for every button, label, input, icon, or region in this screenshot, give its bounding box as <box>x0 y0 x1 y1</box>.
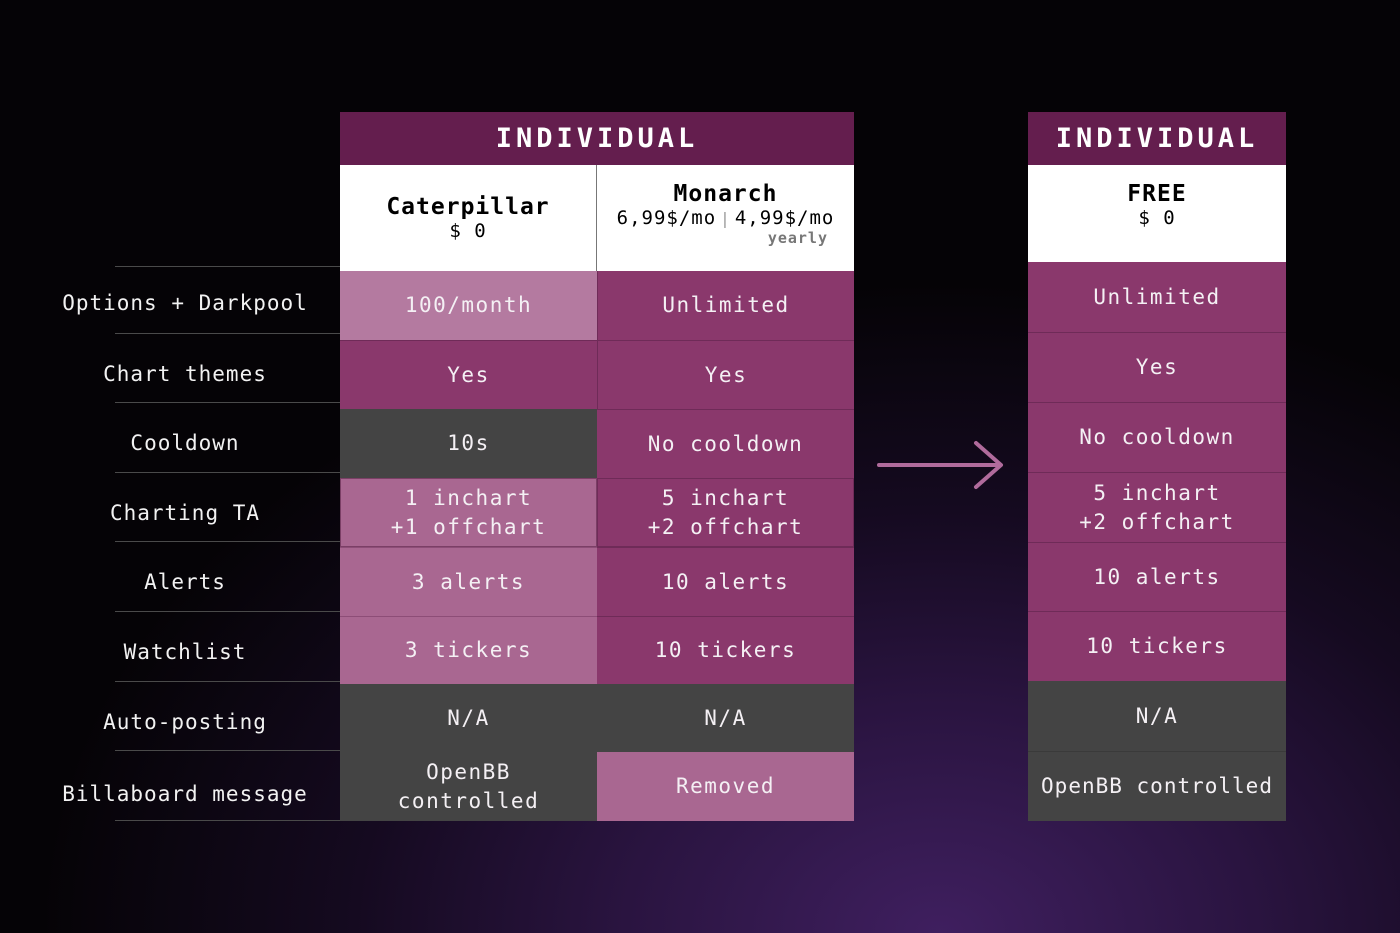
cell-caterpillar-alerts: 3 alerts <box>340 547 597 616</box>
cell-monarch-charting: 5 inchart +2 offchart <box>597 478 854 547</box>
row-divider <box>115 333 340 334</box>
cell-caterpillar-autoposting: N/A <box>340 684 597 752</box>
cell-free-themes: Yes <box>1028 332 1286 402</box>
cell-monarch-watchlist: 10 tickers <box>597 616 854 684</box>
cell-monarch-autoposting: N/A <box>597 684 854 752</box>
row-divider <box>115 611 340 612</box>
row-divider <box>115 266 340 267</box>
row-label-billboard-message: Billaboard message <box>62 782 308 806</box>
cell-caterpillar-themes: Yes <box>340 340 597 409</box>
row-divider <box>115 820 340 821</box>
price-separator: | <box>720 209 731 228</box>
cell-free-charting: 5 inchart +2 offchart <box>1028 472 1286 542</box>
price-monthly: 6,99$/mo <box>616 207 717 229</box>
cell-free-alerts: 10 alerts <box>1028 542 1286 611</box>
row-label-chart-themes: Chart themes <box>103 362 267 386</box>
row-label-options-darkpool: Options + Darkpool <box>62 291 308 315</box>
plan-name-caterpillar: Caterpillar <box>386 194 550 220</box>
arrow-right-icon <box>877 441 1003 489</box>
cell-caterpillar-watchlist: 3 tickers <box>340 616 597 684</box>
row-label-watchlist: Watchlist <box>123 640 247 664</box>
plan-header-free: FREE $ 0 <box>1028 165 1286 262</box>
left-banner: INDIVIDUAL <box>340 112 854 165</box>
plan-header-caterpillar: Caterpillar $ 0 <box>340 165 597 271</box>
cell-monarch-themes: Yes <box>597 340 854 409</box>
plan-header-monarch: Monarch 6,99$/mo|4,99$/mo yearly <box>597 165 854 271</box>
cell-caterpillar-charting: 1 inchart +1 offchart <box>340 478 597 547</box>
row-divider <box>115 402 340 403</box>
cell-free-autoposting: N/A <box>1028 681 1286 751</box>
row-divider <box>115 472 340 473</box>
cell-free-options: Unlimited <box>1028 262 1286 332</box>
cell-monarch-cooldown: No cooldown <box>597 409 854 478</box>
plan-name-monarch: Monarch <box>673 181 778 207</box>
cell-monarch-billboard: Removed <box>597 752 854 821</box>
cell-caterpillar-options: 100/month <box>340 271 597 340</box>
cell-caterpillar-billboard: OpenBB controlled <box>340 752 597 821</box>
row-divider <box>115 750 340 751</box>
plan-name-free: FREE <box>1127 181 1187 207</box>
cell-free-billboard: OpenBB controlled <box>1028 751 1286 821</box>
yearly-note: yearly <box>767 229 828 247</box>
row-label-alerts: Alerts <box>144 570 226 594</box>
cell-free-cooldown: No cooldown <box>1028 402 1286 472</box>
row-label-charting-ta: Charting TA <box>109 501 261 525</box>
row-label-auto-posting: Auto-posting <box>103 710 267 734</box>
cell-free-watchlist: 10 tickers <box>1028 611 1286 681</box>
row-label-cooldown: Cooldown <box>130 431 240 455</box>
row-divider <box>115 681 340 682</box>
cell-monarch-alerts: 10 alerts <box>597 547 854 616</box>
row-divider <box>115 541 340 542</box>
plan-price-monarch: 6,99$/mo|4,99$/mo <box>597 207 854 229</box>
plan-price-caterpillar: $ 0 <box>449 220 487 242</box>
cell-caterpillar-cooldown: 10s <box>340 409 597 478</box>
cell-monarch-options: Unlimited <box>597 271 854 340</box>
price-yearly: 4,99$/mo <box>734 207 835 229</box>
plan-price-free: $ 0 <box>1138 207 1176 229</box>
right-banner: INDIVIDUAL <box>1028 112 1286 165</box>
